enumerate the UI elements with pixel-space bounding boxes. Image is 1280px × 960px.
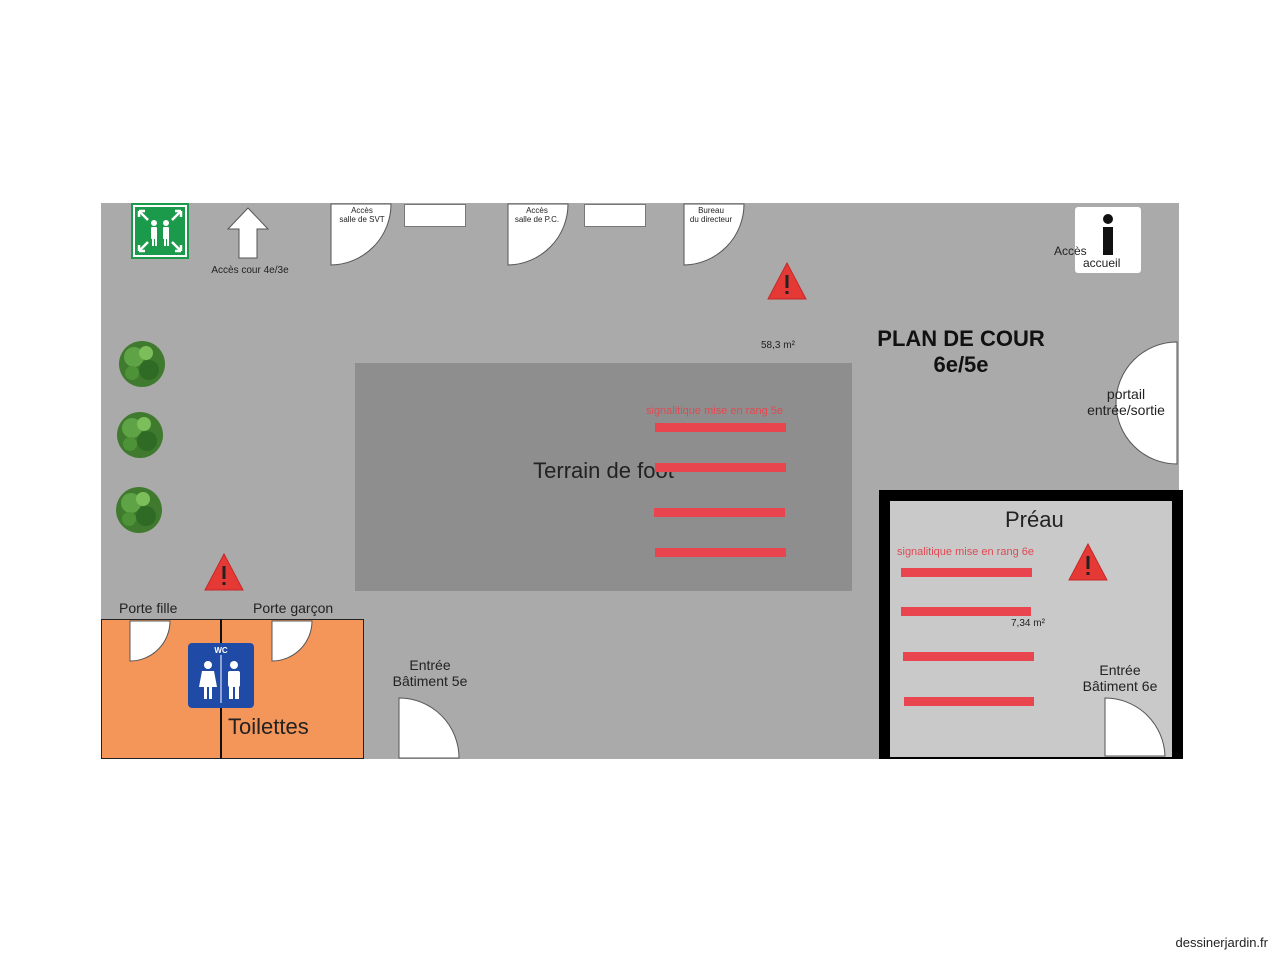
door-pc[interactable] [507,203,569,272]
portail-line1: portail [1106,386,1146,402]
yard-area: 58,3 m² [761,340,795,351]
entree5-line1: Entrée [409,657,451,673]
field-stripe [654,508,785,517]
door-director[interactable] [683,203,745,272]
door-girls[interactable] [129,620,171,667]
tree-icon [114,407,166,468]
wc-icon: WC [188,643,254,708]
entree6-line2: Bâtiment 6e [1082,678,1158,694]
toilets-label: Toilettes [228,714,309,739]
porte-fille-label: Porte fille [119,600,178,616]
assembly-point-icon [131,203,189,259]
wc-label: WC [214,646,228,655]
tree-icon [112,482,166,543]
accueil-label: accueil [1083,256,1121,270]
field-sign-label: signalitique mise en rang 5e [646,405,783,417]
preau-stripe [903,652,1034,661]
door-pc-label: Accès salle de P.C. [514,206,560,224]
entree6-label: Entrée Bâtiment 6e [1072,662,1168,694]
gate-portail[interactable] [1115,341,1179,470]
field-stripe [655,463,786,472]
door-building-5e[interactable] [398,697,460,764]
warning-icon [204,552,244,596]
preau-sign-label: signalitique mise en rang 6e [897,546,1034,558]
portail-line2: entrée/sortie [1087,402,1165,418]
door-svt-label: Accès salle de SVT [339,206,385,224]
window [584,204,646,227]
preau-label: Préau [1005,507,1064,532]
plan-title: PLAN DE COUR 6e/5e [858,326,1064,378]
field-stripe [655,548,786,557]
door-boys[interactable] [271,620,313,667]
plan-title-line2: 6e/5e [933,352,989,377]
preau-stripe [901,568,1032,577]
credit-label: dessinerjardin.fr [1175,935,1269,950]
field-stripe [655,423,786,432]
preau-area: 7,34 m² [1011,618,1045,629]
preau-stripe [901,607,1031,616]
door-director-label: Bureau du directeur [689,206,733,224]
info-icon [1075,207,1141,273]
arrow-up-icon [226,207,270,264]
tree-icon [116,337,168,396]
entree6-line1: Entrée [1099,662,1141,678]
portail-label: portail entrée/sortie [1080,386,1172,418]
entree5-line2: Bâtiment 5e [392,673,468,689]
access-accueil-label: Accès [1054,244,1087,258]
field-label: Terrain de foot [533,458,674,483]
warning-icon [767,261,807,305]
warning-icon [1068,542,1108,586]
porte-garcon-label: Porte garçon [253,600,334,616]
preau-stripe [904,697,1034,706]
window [404,204,466,227]
access-cour-label: Accès cour 4e/3e [211,265,289,276]
door-building-6e[interactable] [1104,697,1166,762]
entree5-label: Entrée Bâtiment 5e [380,657,480,689]
door-svt[interactable] [330,203,392,272]
plan-title-line1: PLAN DE COUR [877,326,1045,351]
